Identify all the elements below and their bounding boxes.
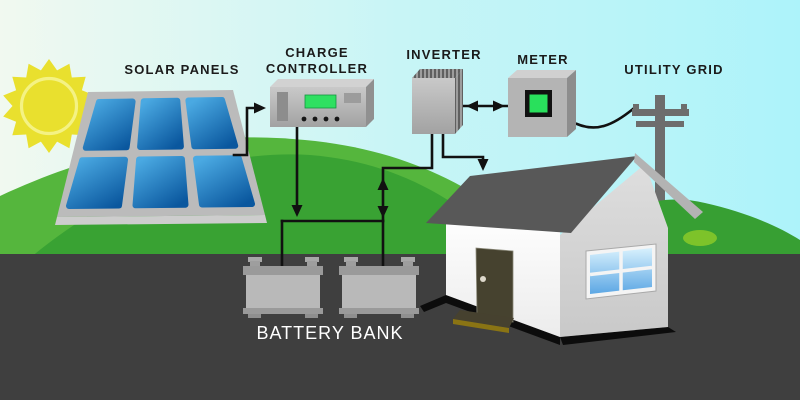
doorknob [480,276,486,282]
hill-highlight [683,230,717,246]
label-solar-panels: SOLAR PANELS [124,62,239,77]
pole-crossarm-top [632,109,689,116]
label-battery-bank: BATTERY BANK [256,323,403,343]
battery-body [342,275,416,308]
controller-leds [301,116,340,122]
controller-vent-slot [277,92,288,121]
battery-terminal [344,257,358,262]
wires [232,104,510,269]
label-inverter: INVERTER [406,47,481,62]
battery-1 [243,257,323,318]
arrowhead [254,102,266,114]
battery-base [339,308,419,314]
battery-lid [339,266,419,275]
arrowhead [377,206,389,218]
wire-battery-to-inverter [381,132,434,223]
sun-icon [3,59,95,153]
battery-bank [243,257,419,318]
battery-terminal [305,257,319,262]
meter-top-face [508,70,576,78]
roof-fascia [634,153,703,219]
pole-insulator-left [633,104,639,110]
pole-mast [655,95,665,207]
inverter-top-fins [412,69,463,78]
inverter-side-fins [455,69,463,134]
house-shadow-left [420,295,446,312]
doormat-top [453,310,514,328]
house-roof [426,156,637,233]
inverter-front-face [412,78,455,134]
house [420,153,703,345]
power-line-wire [575,107,635,129]
solar-cell [193,155,255,208]
door [475,247,514,323]
battery-terminal [401,257,415,262]
meter-side-face [567,70,576,137]
utility-pole [632,95,689,207]
controller-top-face [270,79,374,87]
solar-cell [185,97,239,150]
label-charge: CHARGE [285,45,349,60]
window-mullion-horizontal [589,265,653,277]
wire-panel-to-controller [232,106,258,157]
flow-arrows [254,100,505,218]
label-controller: CONTROLLER [266,61,368,76]
window [585,243,657,300]
meter [508,70,576,137]
solar-cells [66,97,255,209]
hill-left-dark [30,154,522,258]
label-utility-grid: UTILITY GRID [624,62,723,77]
controller-side-face [366,79,374,127]
charge-controller [270,79,374,127]
solar-cell [66,156,128,209]
inverter [412,69,463,134]
battery-2 [339,257,419,318]
doormat-edge [453,319,509,333]
solar-cell [137,97,184,150]
sun-ring [19,76,79,136]
house-shadow-side [560,327,676,345]
battery-lid [243,266,323,275]
pole-insulator-right [681,104,687,110]
arrowhead [291,205,303,217]
arrowhead [377,178,389,190]
solar-cell [132,156,189,209]
solar-cell [82,98,136,151]
battery-body [246,275,320,308]
arrowhead [493,100,505,112]
pole-crossarm-bottom [636,121,684,127]
controller-display [304,94,337,109]
battery-base [243,308,323,314]
arrowhead [477,159,489,171]
battery-terminal [248,257,262,262]
label-meter: METER [517,52,569,67]
solar-panel [55,90,267,225]
panel-base-lip [55,215,267,225]
meter-display [529,94,548,113]
arrowhead [466,100,478,112]
controller-button [344,93,361,103]
